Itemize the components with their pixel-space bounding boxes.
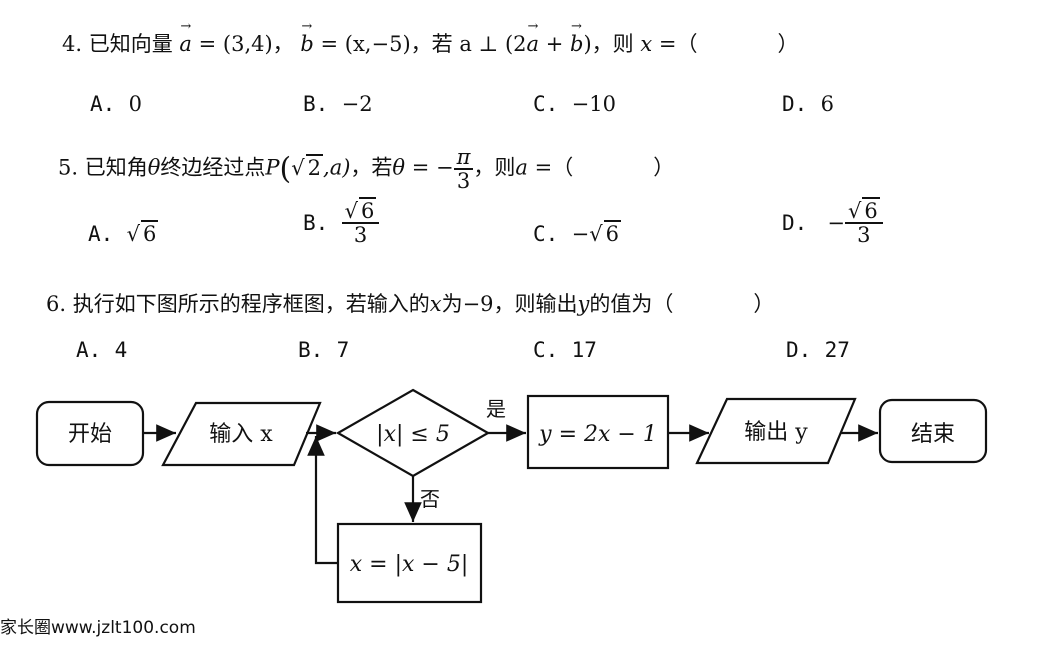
watermark: 家长圈www.jzlt100.com bbox=[0, 618, 196, 638]
question-4-option-b: B. −2 bbox=[303, 92, 373, 116]
question-4-option-c: C. −10 bbox=[533, 92, 616, 116]
output-label: 输出 y bbox=[744, 420, 808, 445]
question-4-option-a: A. 0 bbox=[90, 92, 143, 116]
question-6-option-c: C. 17 bbox=[533, 338, 597, 362]
question-5-option-a: A. √6 bbox=[88, 220, 159, 246]
arrow-loop-back bbox=[307, 436, 338, 565]
question-5-option-c: C. −√6 bbox=[533, 220, 622, 246]
end-label: 结束 bbox=[911, 422, 955, 447]
yes-label: 是 bbox=[486, 397, 506, 421]
question-6-stem: 6. 执行如下图所示的程序框图，若输入的x为−9，则输出y的值为（） bbox=[46, 292, 775, 316]
no-label: 否 bbox=[420, 487, 440, 511]
question-number: 5. bbox=[58, 155, 79, 180]
end-node bbox=[878, 398, 988, 464]
question-6-option-a: A. 4 bbox=[76, 338, 128, 362]
start-label: 开始 bbox=[68, 422, 112, 447]
vector-arrow-icon: → bbox=[180, 19, 192, 34]
question-6-option-d: D. 27 bbox=[786, 338, 850, 362]
loop-label: x = |x − 5| bbox=[350, 552, 468, 577]
question-4-stem: 4. 已知向量 →a = (3,4)， →b = (x,−5)，若 a ⊥ (2… bbox=[62, 19, 799, 56]
vector-arrow-icon: → bbox=[301, 19, 313, 34]
question-number: 6. bbox=[46, 292, 67, 316]
question-6-option-b: B. 7 bbox=[298, 338, 350, 362]
vector-arrow-icon: → bbox=[527, 19, 539, 34]
vector-arrow-icon: → bbox=[571, 19, 582, 34]
process-label: y = 2x − 1 bbox=[538, 422, 657, 447]
question-number: 4. bbox=[62, 32, 83, 56]
condition-label: |x| ≤ 5 bbox=[376, 422, 450, 447]
input-node bbox=[161, 401, 322, 467]
question-4-option-d: D. 6 bbox=[782, 92, 835, 116]
input-label: 输入 x bbox=[209, 422, 273, 447]
